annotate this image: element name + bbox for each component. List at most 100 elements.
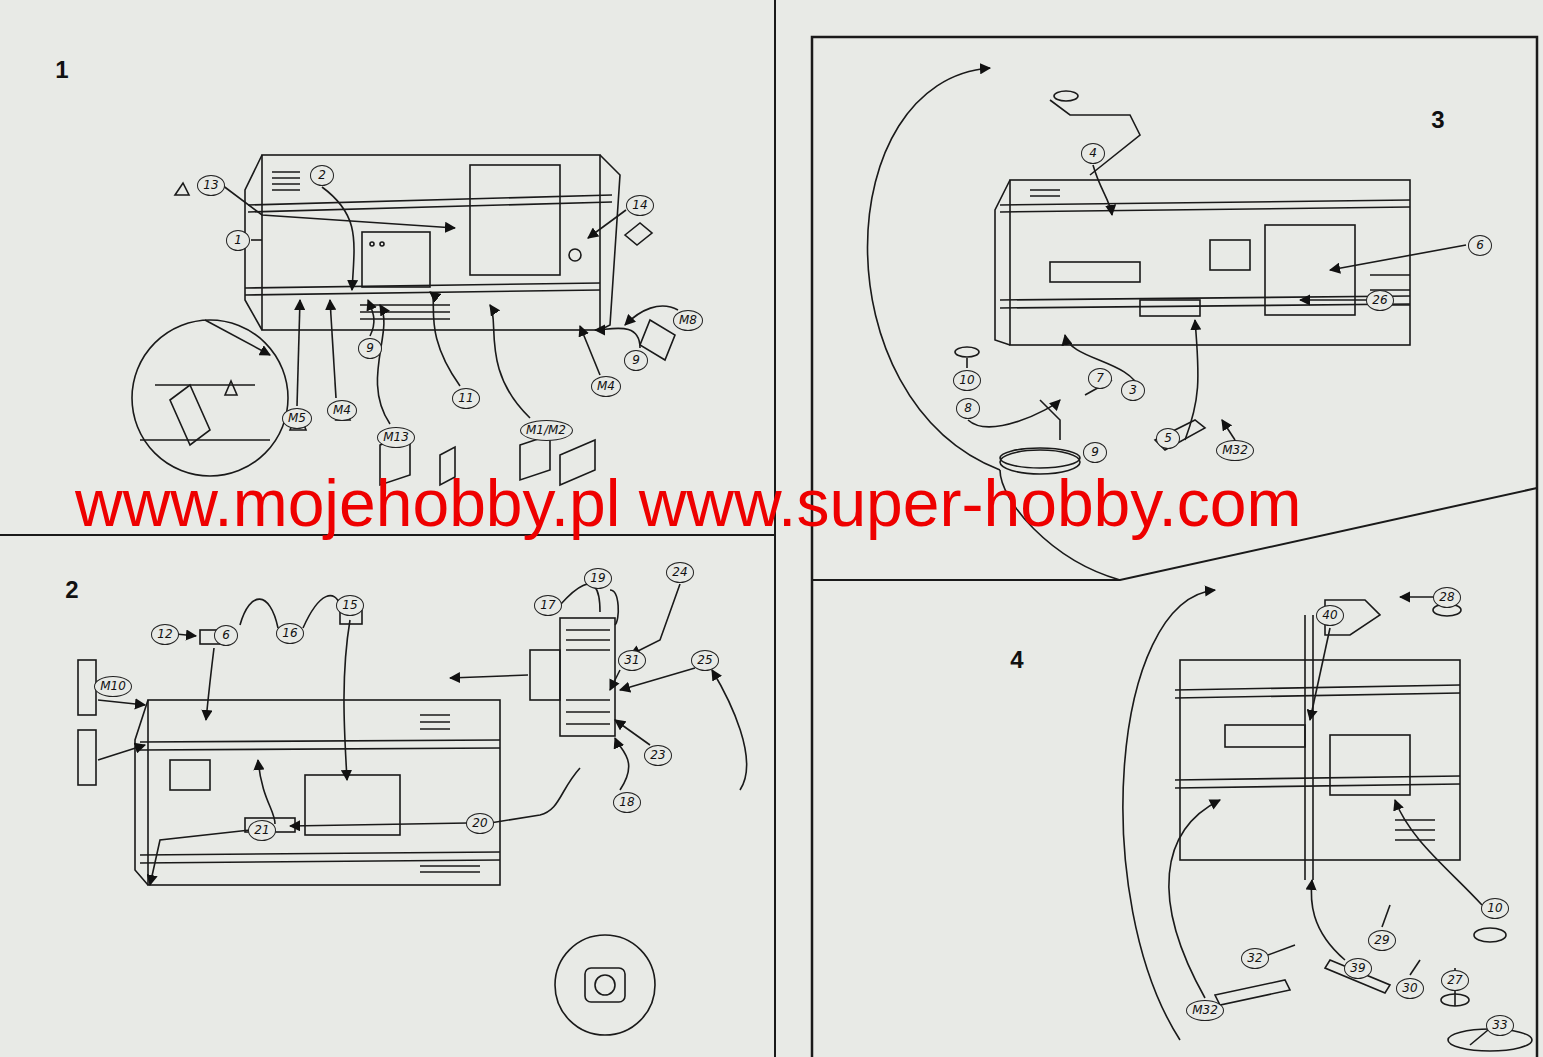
callout-text: 19 [590, 572, 605, 584]
callout-number: 25 [691, 650, 719, 671]
callout-number: 23 [644, 745, 672, 766]
callout-text: M4 [333, 404, 351, 416]
callout-number: M4 [327, 400, 357, 421]
callout-text: 14 [632, 199, 647, 211]
callout-number: 6 [214, 625, 238, 646]
callout-text: 9 [632, 354, 640, 366]
callout-text: 28 [1439, 591, 1454, 603]
callout-number: 9 [1083, 442, 1107, 463]
callout-number: 3 [1121, 380, 1145, 401]
callout-text: 3 [1129, 384, 1137, 396]
callout-number: M1/M2 [520, 420, 573, 441]
callout-text: 11 [458, 392, 473, 404]
callout-text: 4 [1089, 147, 1097, 159]
callout-number: 24 [666, 562, 694, 583]
callout-text: 2 [318, 169, 326, 181]
callout-text: 13 [203, 179, 218, 191]
callout-number: M32 [1186, 1000, 1224, 1021]
callout-text: 40 [1322, 609, 1337, 621]
callout-number: 12 [151, 624, 179, 645]
callout-text: 9 [1091, 446, 1099, 458]
callout-number: M4 [591, 376, 621, 397]
callout-number: 5 [1156, 428, 1180, 449]
callout-number: M32 [1216, 440, 1254, 461]
callout-number: 9 [624, 350, 648, 371]
callout-text: 21 [254, 824, 269, 836]
step-number: 4 [1010, 648, 1023, 672]
callout-number: 40 [1316, 605, 1344, 626]
callout-text: M32 [1192, 1004, 1218, 1016]
callout-text: 39 [1350, 962, 1365, 974]
callout-number: 32 [1241, 948, 1269, 969]
callout-text: 29 [1374, 934, 1389, 946]
callout-number: 8 [956, 398, 980, 419]
callout-text: 25 [697, 654, 712, 666]
callout-number: 30 [1396, 978, 1424, 999]
callout-text: M5 [288, 412, 306, 424]
callout-text: 6 [222, 629, 230, 641]
callout-number: 10 [953, 370, 981, 391]
callout-text: 16 [282, 627, 297, 639]
callout-text: M10 [100, 680, 126, 692]
callout-number: 17 [534, 595, 562, 616]
callout-number: 7 [1088, 368, 1112, 389]
callout-text: 18 [619, 796, 634, 808]
callout-text: 17 [540, 599, 555, 611]
callout-number: 4 [1081, 143, 1105, 164]
callout-text: 26 [1372, 294, 1387, 306]
callout-text: 6 [1476, 239, 1484, 251]
step-panel: 2 12 6 16 15M10 17 19 24 25 31 23 18 20 21 [0, 535, 775, 1057]
callout-number: 1 [226, 230, 250, 251]
callout-number: 11 [452, 388, 480, 409]
callout-number: 15 [336, 595, 364, 616]
callout-number: M10 [94, 676, 132, 697]
callout-number: 27 [1441, 970, 1469, 991]
callout-text: 20 [472, 817, 487, 829]
step-number: 3 [1431, 108, 1444, 132]
callout-text: 1 [234, 234, 242, 246]
callout-text: 32 [1247, 952, 1262, 964]
callout-text: 12 [157, 628, 172, 640]
callout-number: 26 [1366, 290, 1394, 311]
callout-number: 18 [613, 792, 641, 813]
callout-number: 29 [1368, 930, 1396, 951]
callout-text: 30 [1402, 982, 1417, 994]
callout-text: 8 [964, 402, 972, 414]
callout-text: 15 [342, 599, 357, 611]
callout-text: 7 [1096, 372, 1104, 384]
step-number: 1 [55, 58, 68, 82]
callout-number: 16 [276, 623, 304, 644]
callout-text: 33 [1492, 1019, 1507, 1031]
callout-number: M5 [282, 408, 312, 429]
callout-number: 20 [466, 813, 494, 834]
step-panel: 12131419M5M4M1311M1/M2M49M8 [0, 0, 775, 535]
callout-number: 33 [1486, 1015, 1514, 1036]
callout-text: M4 [597, 380, 615, 392]
callout-text: 31 [624, 654, 639, 666]
step-number: 2 [65, 578, 78, 602]
callout-number: 10 [1481, 898, 1509, 919]
callout-text: M32 [1222, 444, 1248, 456]
callout-text: 5 [1164, 432, 1172, 444]
callout-text: 9 [366, 342, 374, 354]
callout-text: M1/M2 [526, 424, 566, 436]
callout-text: 10 [959, 374, 974, 386]
callout-number: M13 [377, 427, 415, 448]
callout-number: 28 [1433, 587, 1461, 608]
callout-number: 39 [1344, 958, 1372, 979]
callout-text: 10 [1487, 902, 1502, 914]
step-panel: 4 28 40 10 29 30 27 33 39 32M32 [812, 580, 1537, 1057]
callout-text: 23 [650, 749, 665, 761]
watermark: www.mojehobby.pl www.super-hobby.com [75, 470, 1301, 536]
callout-number: 13 [197, 175, 225, 196]
callout-number: 14 [626, 195, 654, 216]
callout-text: M13 [383, 431, 409, 443]
callout-text: 27 [1447, 974, 1462, 986]
callout-text: 24 [672, 566, 687, 578]
callout-text: M8 [679, 314, 697, 326]
callout-number: 19 [584, 568, 612, 589]
callout-number: 2 [310, 165, 334, 186]
callout-number: 6 [1468, 235, 1492, 256]
callout-number: M8 [673, 310, 703, 331]
callout-number: 9 [358, 338, 382, 359]
